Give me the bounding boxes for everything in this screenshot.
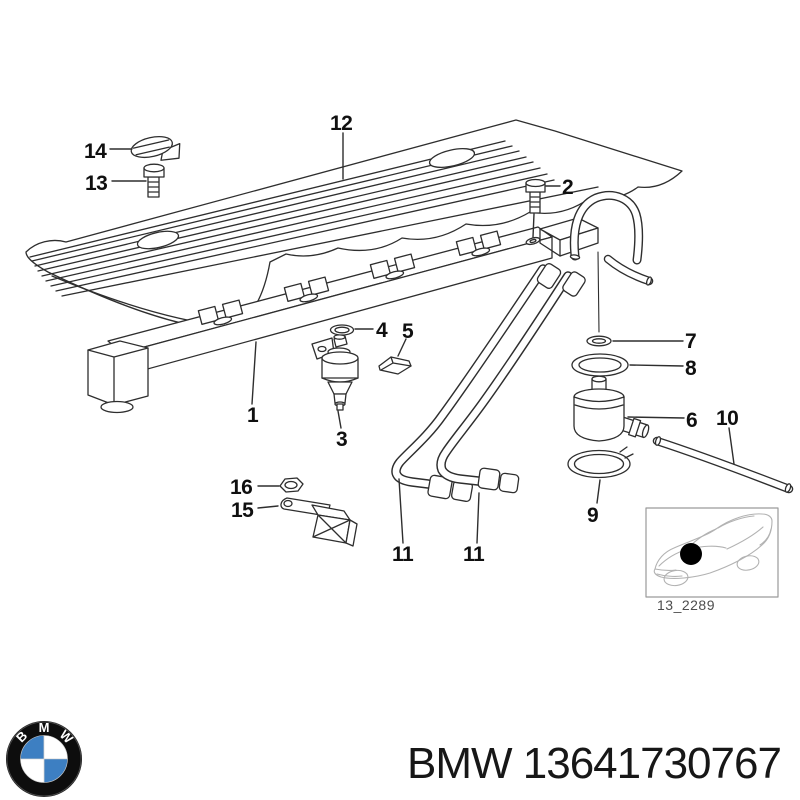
leader-lines — [109, 132, 735, 544]
cap-part-14 — [130, 135, 181, 161]
return-pipe — [569, 190, 654, 286]
callout-part-8: 8 — [685, 357, 697, 380]
callout-part-4: 4 — [376, 319, 388, 342]
callout-part-9: 9 — [587, 504, 599, 527]
oring-part-8 — [571, 353, 629, 377]
callout-part-11-left: 11 — [392, 543, 414, 566]
engine-cover-part-12 — [25, 119, 683, 331]
callout-part-10: 10 — [716, 407, 739, 430]
clip-part-5 — [378, 356, 412, 375]
callout-part-15: 15 — [231, 499, 254, 522]
fuel-line-right-part-11 — [436, 271, 586, 494]
washer-part-7 — [586, 335, 612, 347]
part-number-text: BMW 13641730767 — [407, 739, 782, 788]
callout-part-2: 2 — [562, 176, 574, 199]
logo-letter-m: M — [39, 720, 50, 735]
callout-part-7: 7 — [685, 330, 697, 353]
fuel-rail-part-1 — [87, 217, 599, 414]
fuel-line-left-part-11 — [391, 263, 562, 503]
callout-part-5: 5 — [402, 320, 414, 343]
hose-part-10 — [652, 436, 794, 494]
callout-part-11-right: 11 — [463, 543, 485, 566]
injector-part-3 — [311, 334, 359, 411]
callout-part-16: 16 — [230, 476, 253, 499]
bmw-logo: B M W — [6, 720, 82, 797]
callout-part-3: 3 — [336, 428, 348, 451]
screw-part-13 — [143, 163, 165, 198]
clamp-part-9 — [567, 446, 634, 479]
oring-part-4 — [329, 324, 355, 336]
bracket-part-15 — [280, 497, 358, 547]
callout-part-12: 12 — [330, 112, 353, 135]
callout-part-6: 6 — [686, 409, 698, 432]
car-location-inset — [645, 507, 779, 598]
nut-part-16 — [279, 477, 304, 493]
callout-part-14: 14 — [84, 140, 107, 163]
inset-caption: 13_2289 — [657, 597, 716, 613]
regulator-part-6 — [573, 375, 650, 442]
location-dot — [680, 543, 702, 565]
callout-part-1: 1 — [247, 404, 259, 427]
callout-part-13: 13 — [85, 172, 108, 195]
screw-part-2 — [525, 178, 546, 214]
